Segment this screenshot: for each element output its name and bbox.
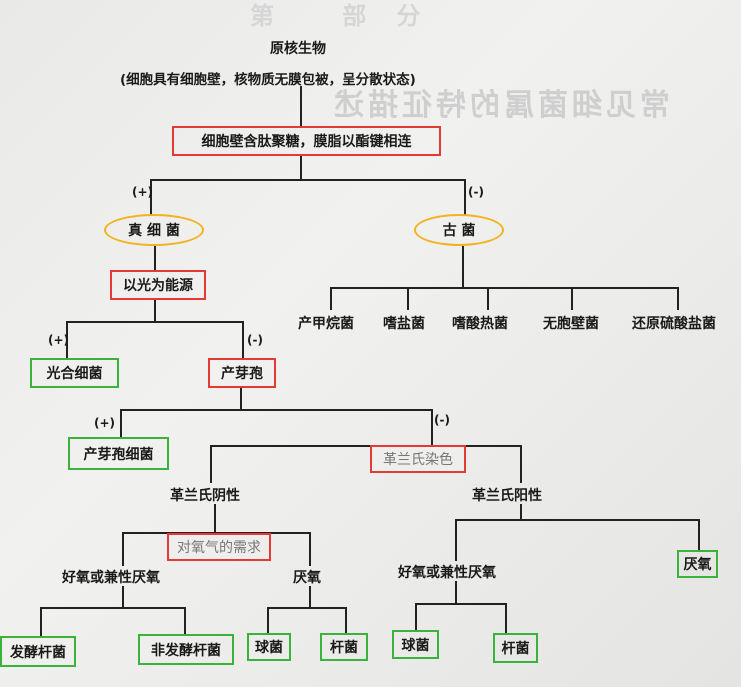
archaea-child: 产甲烷菌 — [298, 316, 354, 332]
archaea-node: 古 菌 — [414, 214, 504, 246]
criterion-oxygen: 对氧气的需求 — [167, 533, 271, 561]
root-description: (细胞具有细胞壁，核物质无膜包被，呈分散状态) — [120, 72, 416, 88]
criterion-spore: 产芽孢 — [208, 358, 276, 388]
gram-negative-anaerobic: 厌氧 — [293, 570, 321, 586]
connector — [415, 603, 507, 605]
criterion-peptidoglycan: 细胞壁含肽聚糖，膜脂以酯键相连 — [172, 126, 441, 156]
connector — [122, 532, 124, 566]
sign-plus: (+) — [132, 185, 154, 199]
archaea-child: 嗜酸热菌 — [452, 316, 508, 332]
connector — [571, 287, 573, 310]
connector — [154, 246, 156, 270]
gram-positive: 革兰氏阳性 — [472, 488, 542, 504]
connector — [210, 445, 522, 447]
connector — [455, 519, 700, 521]
connector — [122, 586, 124, 608]
gram-negative-aerobic: 好氧或兼性厌氧 — [62, 570, 160, 586]
connector — [431, 409, 433, 445]
connector — [267, 607, 269, 633]
leaf-bacilli: 杆菌 — [320, 633, 368, 661]
connector — [455, 519, 457, 561]
connector — [240, 388, 242, 410]
connector — [154, 300, 156, 322]
sign-minus: (-) — [468, 185, 484, 199]
connector — [214, 504, 216, 532]
connector — [309, 532, 311, 566]
sign-minus: (-) — [434, 413, 450, 427]
connector — [407, 287, 409, 310]
criterion-light: 以光为能源 — [110, 270, 206, 300]
gram-positive-aerobic: 好氧或兼性厌氧 — [398, 565, 496, 581]
connector — [520, 504, 522, 520]
archaea-child: 嗜盐菌 — [383, 316, 425, 332]
connector — [309, 586, 311, 608]
sign-plus: (+) — [94, 416, 116, 430]
connector — [520, 445, 522, 483]
leaf-cocci: 球菌 — [392, 630, 439, 659]
connector — [120, 409, 122, 437]
connector — [505, 603, 507, 633]
connector — [300, 86, 302, 127]
leaf-spore-bacteria: 产芽孢细菌 — [68, 437, 169, 470]
connector — [462, 246, 464, 288]
criterion-gram: 革兰氏染色 — [370, 445, 466, 473]
leaf-gram-positive-anaerobic: 厌氧 — [677, 550, 718, 578]
connector — [330, 287, 332, 310]
connector — [150, 179, 466, 181]
connector — [345, 607, 347, 633]
connector — [184, 607, 186, 636]
connector — [40, 607, 186, 609]
sign-minus: (-) — [247, 333, 263, 347]
connector — [210, 445, 212, 483]
gram-negative: 革兰氏阴性 — [170, 488, 240, 504]
connector — [415, 603, 417, 630]
connector — [66, 321, 244, 323]
connector — [66, 321, 68, 358]
leaf-nonfermenting-bacilli: 非发酵杆菌 — [138, 634, 234, 665]
bleed-through-title: 常见细菌属的特征描述 — [330, 88, 670, 123]
leaf-cocci: 球菌 — [247, 633, 291, 661]
archaea-child: 无胞壁菌 — [543, 316, 599, 332]
connector — [455, 581, 457, 604]
connector — [677, 287, 679, 310]
connector — [300, 156, 302, 180]
bleed-through-header: 第 部分 — [250, 2, 451, 30]
connector — [40, 607, 42, 636]
archaea-child: 还原硫酸盐菌 — [632, 316, 716, 332]
leaf-bacilli: 杆菌 — [493, 633, 538, 663]
root-title: 原核生物 — [270, 41, 326, 57]
connector — [267, 607, 347, 609]
connector — [487, 287, 489, 310]
connector — [120, 409, 433, 411]
connector — [150, 179, 152, 215]
eubacteria-node: 真 细 菌 — [104, 214, 204, 246]
leaf-fermenting-bacilli: 发酵杆菌 — [0, 636, 76, 667]
sign-plus: (+) — [48, 333, 70, 347]
connector — [242, 321, 244, 358]
leaf-photosynthetic: 光合细菌 — [30, 358, 119, 388]
connector — [464, 179, 466, 215]
connector — [330, 287, 679, 289]
connector — [698, 519, 700, 550]
